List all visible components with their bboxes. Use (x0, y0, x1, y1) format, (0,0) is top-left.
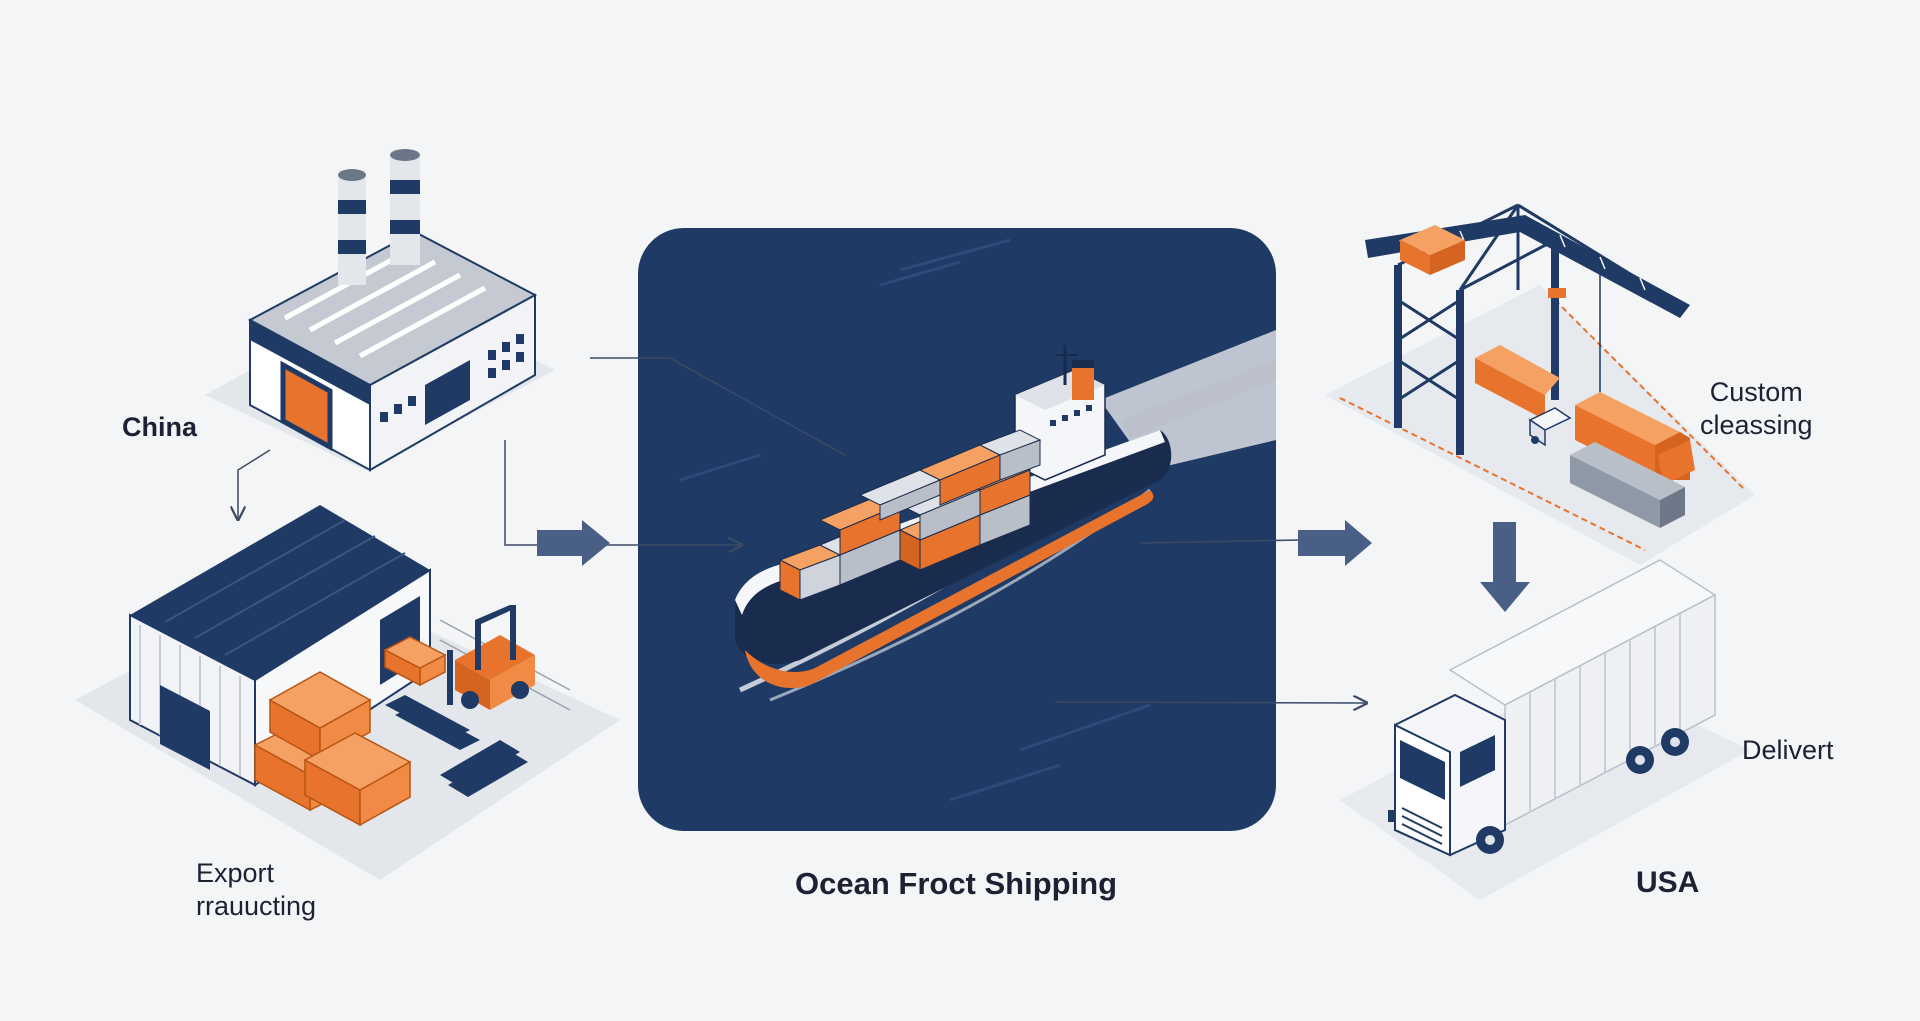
destination-label: USA (1636, 866, 1700, 899)
warehouse-icon (75, 505, 620, 880)
container-ship-icon (735, 345, 1172, 702)
customs-label-line2: cleassing (1700, 410, 1813, 440)
origin-label: China (122, 412, 198, 442)
customs-label: Custom cleassing (1700, 376, 1813, 442)
truck-icon (1340, 559, 1750, 900)
customs-label-line1: Custom (1709, 377, 1803, 407)
forklift-icon (447, 605, 535, 710)
shipping-label: Ocean Froct Shipping (795, 866, 1118, 901)
factory-icon (205, 149, 555, 472)
flow-connectors (238, 357, 1365, 703)
arrow-icon (537, 520, 1530, 612)
export-label-line1: Export (196, 858, 275, 888)
gantry-crane-icon (1325, 203, 1755, 565)
export-label-line2: rrauucting (196, 891, 317, 921)
delivery-label: Delivert (1742, 735, 1834, 765)
export-label: Export rrauucting (196, 857, 316, 923)
